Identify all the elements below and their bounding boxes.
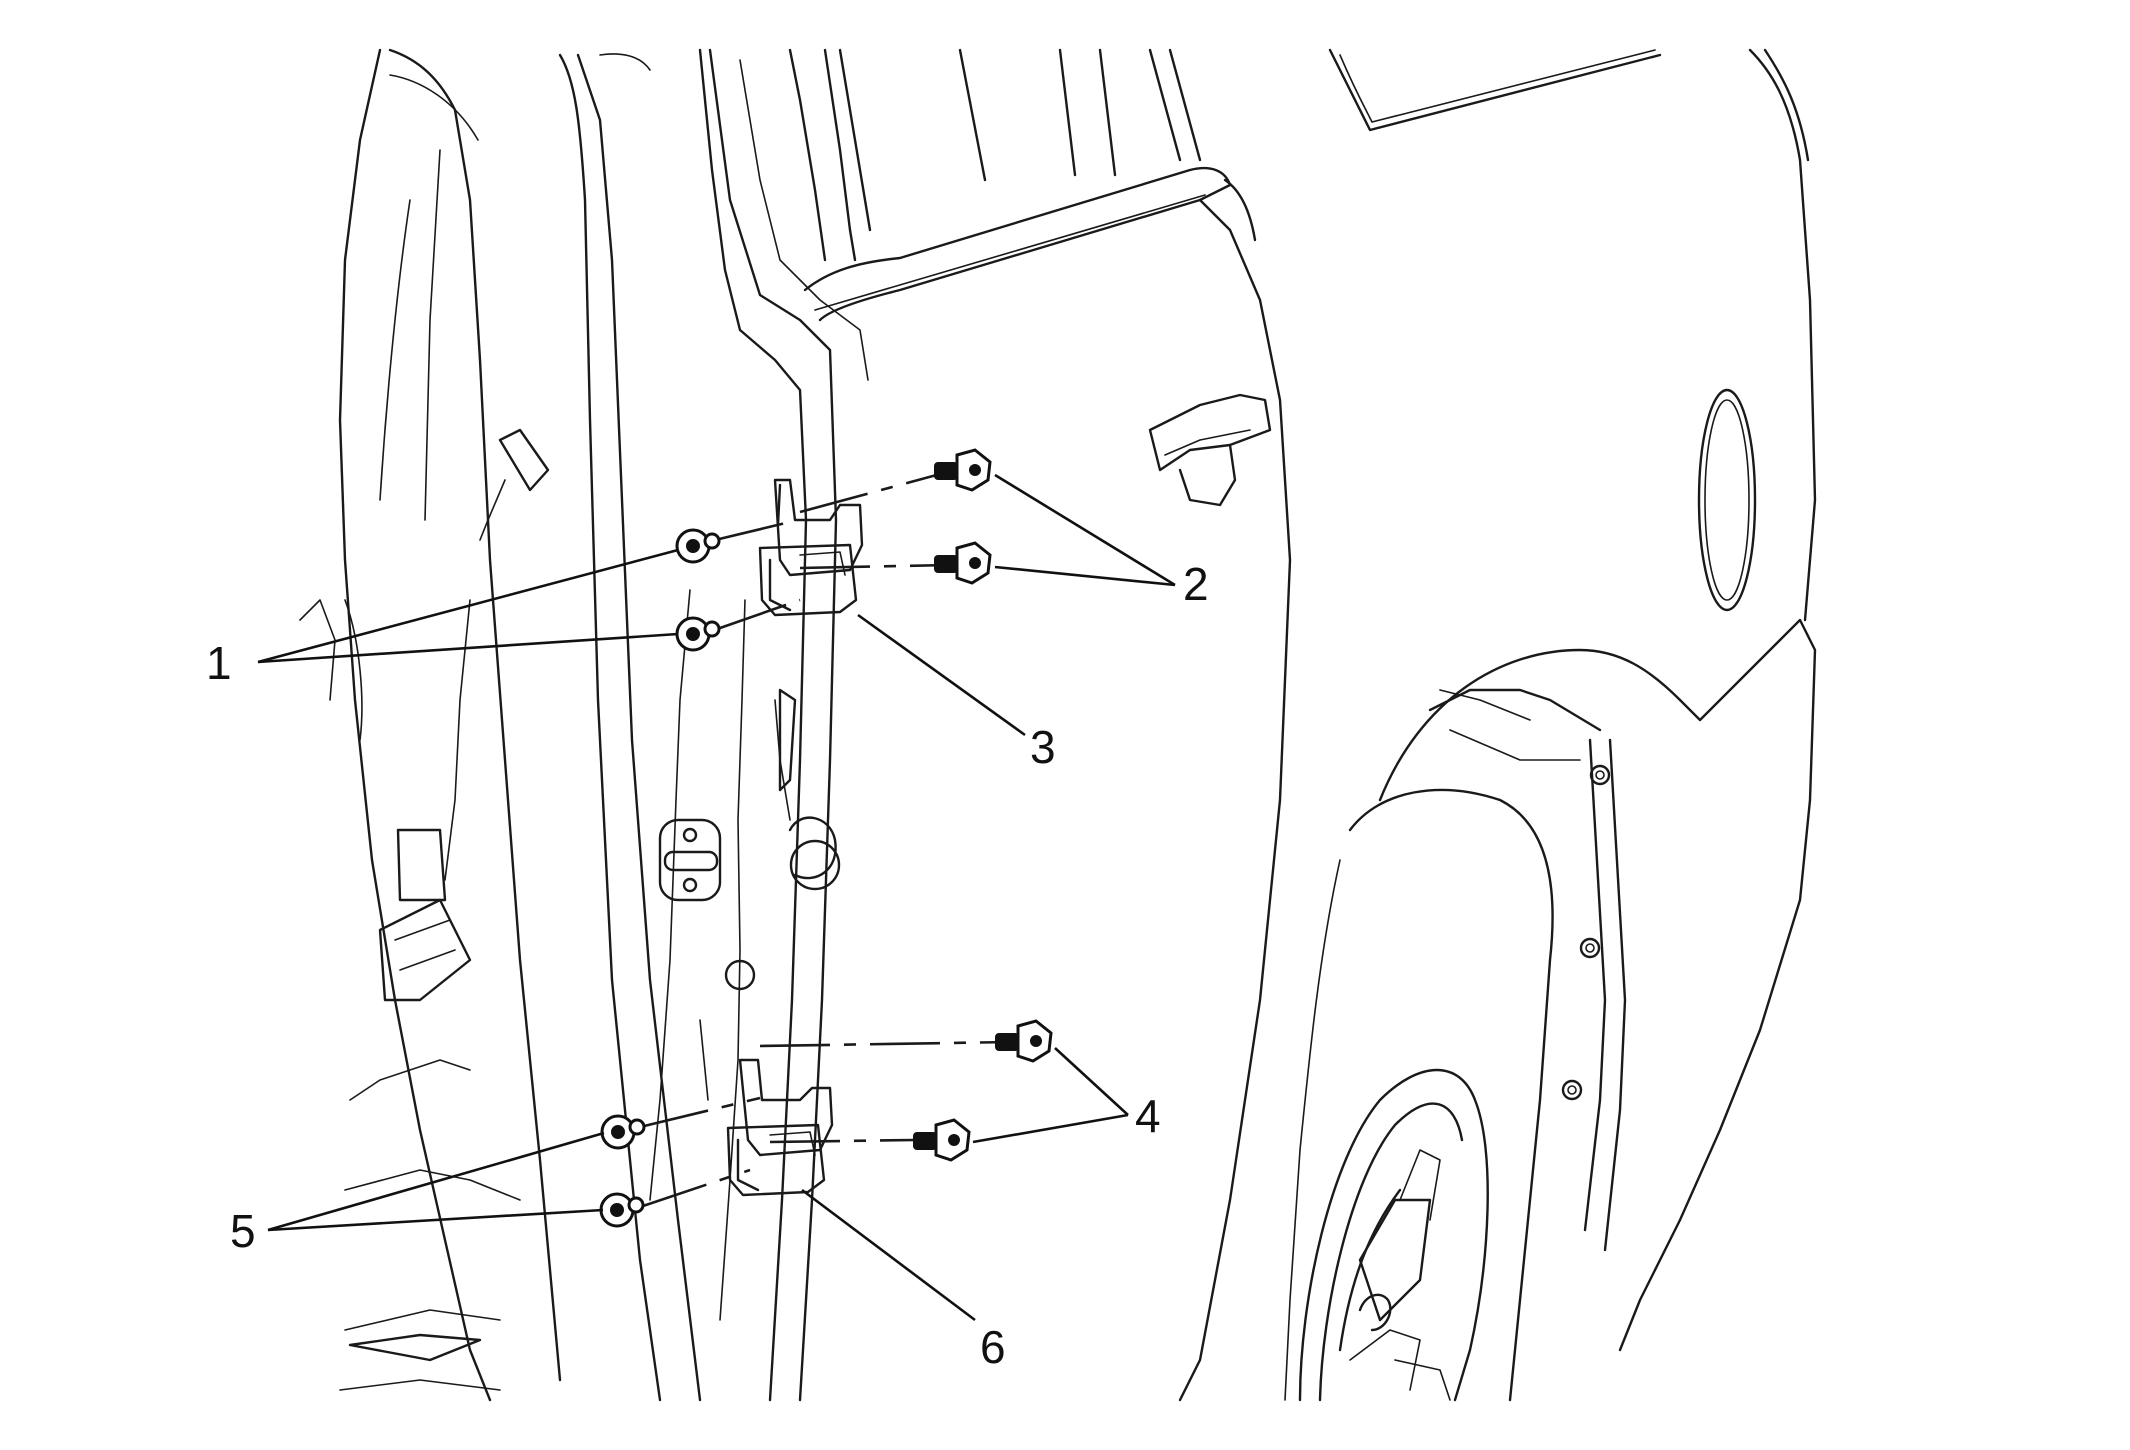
callout-6: 6 <box>980 1321 1006 1373</box>
hinge-bolt-lower-1 <box>995 1019 1053 1063</box>
hinge-bolt-upper-1 <box>934 448 992 492</box>
hinge-bolt-lower-2 <box>913 1118 971 1162</box>
lower-hinge <box>726 1058 834 1197</box>
door-shut-face <box>649 48 1292 1402</box>
callout-5: 5 <box>230 1205 256 1257</box>
callout-2: 2 <box>1183 558 1209 610</box>
callout-4: 4 <box>1135 1090 1161 1142</box>
callout-1: 1 <box>206 637 232 689</box>
hinge-nut-lower-2 <box>599 1192 645 1228</box>
callout-labels: 1 2 3 4 5 6 <box>206 558 1209 1373</box>
fastener-axis-lines <box>639 468 1013 1209</box>
hinge-nut-upper-2 <box>675 616 721 652</box>
hinge-nut-upper-1 <box>675 528 721 564</box>
vehicle-body-right <box>1284 48 1817 1402</box>
callout-3: 3 <box>1030 721 1056 773</box>
leader-lines <box>257 473 1176 1322</box>
hinge-nut-lower-1 <box>600 1114 646 1150</box>
vehicle-body-left <box>299 48 702 1402</box>
hinge-bolt-upper-2 <box>934 541 992 585</box>
